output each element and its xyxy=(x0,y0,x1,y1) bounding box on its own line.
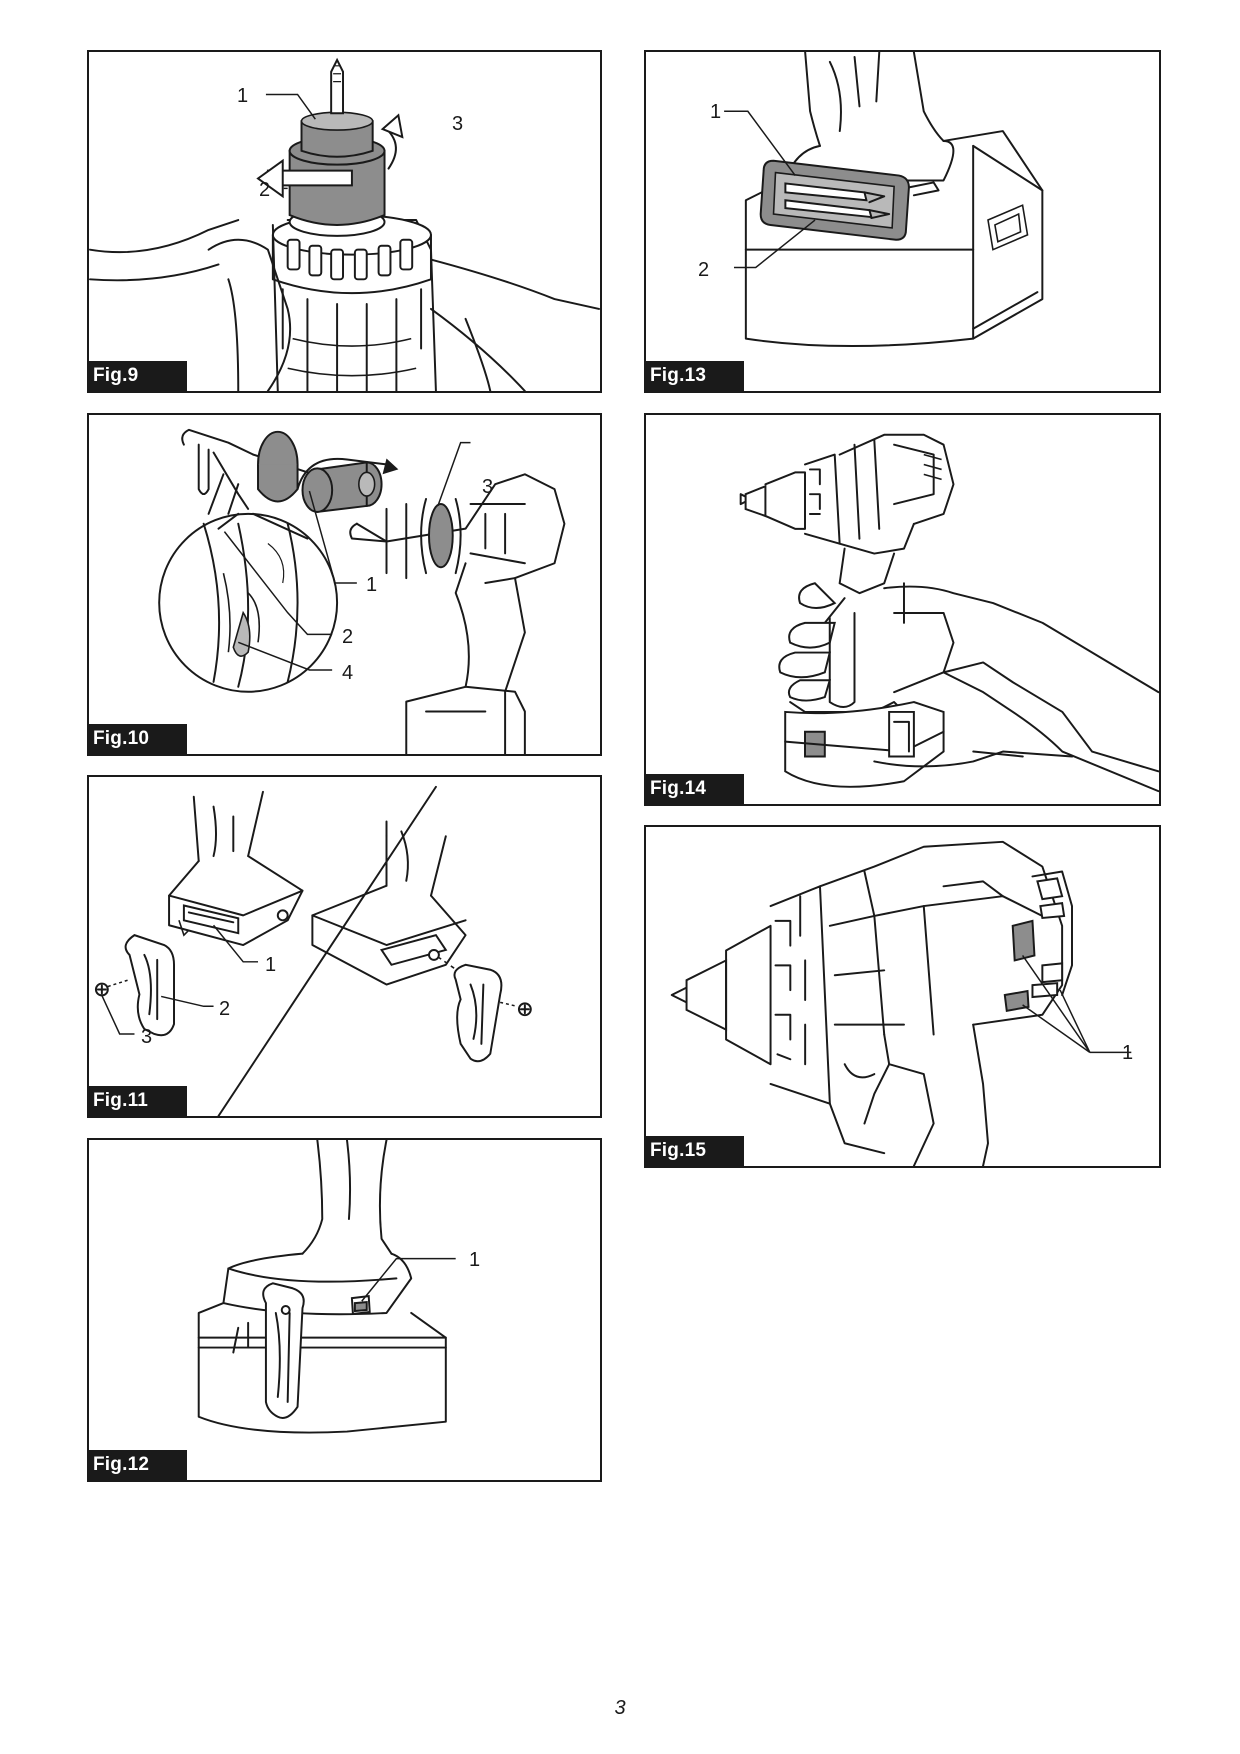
page-number: 3 xyxy=(614,1697,626,1719)
callout-2: 2 xyxy=(342,626,354,648)
figure-label: Fig.15 xyxy=(646,1136,744,1166)
callout-1: 1 xyxy=(265,954,277,976)
callout-3: 3 xyxy=(452,113,464,135)
figure-panel-fig13: 1 2 Fig.13 xyxy=(644,50,1161,393)
hook-installation-illustration xyxy=(94,785,532,1116)
bit-holder-illustration xyxy=(724,52,1044,348)
callout-1: 1 xyxy=(469,1249,481,1271)
callout-2: 2 xyxy=(259,179,271,201)
callout-1: 1 xyxy=(237,85,249,107)
callout-1: 1 xyxy=(1122,1042,1134,1064)
tool-gripping-illustration xyxy=(739,433,1159,793)
callout-2: 2 xyxy=(219,998,231,1020)
figure-label: Fig.11 xyxy=(89,1086,187,1116)
chuck-tightening-illustration xyxy=(89,57,600,391)
figure-panel-fig14: Fig.14 xyxy=(644,413,1161,806)
figure-label: Fig.14 xyxy=(646,774,744,804)
figure-label: Fig.9 xyxy=(89,361,187,391)
callout-4: 4 xyxy=(342,662,354,684)
indicator-lamp-illustration xyxy=(197,1140,456,1434)
figure-panel-fig11: 1 2 3 Fig.11 xyxy=(87,775,602,1118)
callout-1: 1 xyxy=(366,574,378,596)
figure-panel-fig10: 1 2 3 4 Fig.10 xyxy=(87,413,602,756)
figure-label: Fig.12 xyxy=(89,1450,187,1480)
air-vents-illustration xyxy=(670,840,1132,1166)
callout-3: 3 xyxy=(482,476,494,498)
figure-panel-fig15: 1 Fig.15 xyxy=(644,825,1161,1168)
callout-2: 2 xyxy=(698,259,710,281)
figure-panel-fig9: 1 2 3 Fig.9 xyxy=(87,50,602,393)
mode-ring-installation-illustration xyxy=(158,428,566,754)
figure-label: Fig.13 xyxy=(646,361,744,391)
figure-panel-fig12: 1 Fig.12 xyxy=(87,1138,602,1482)
figure-label: Fig.10 xyxy=(89,724,187,754)
callout-3: 3 xyxy=(141,1026,153,1048)
callout-1: 1 xyxy=(710,101,722,123)
